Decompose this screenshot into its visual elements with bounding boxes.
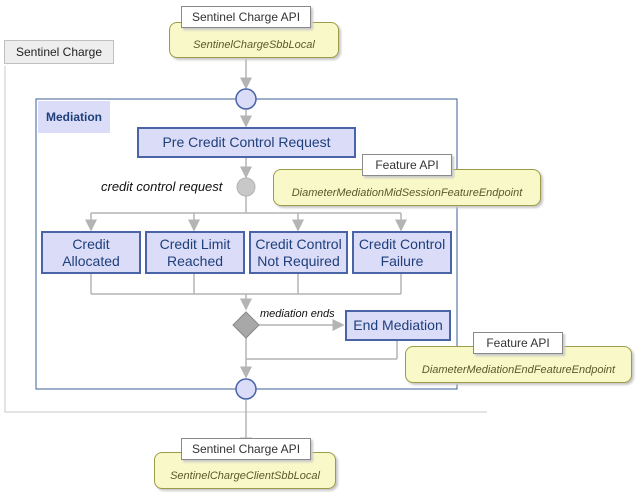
decision-label: credit control request [101,179,223,194]
credit-allocated-node[interactable]: Credit Allocated [41,231,141,274]
decision-node [236,177,256,197]
bottom-api-title-text: Sentinel Charge API [191,442,301,456]
merge-label: mediation ends [260,308,335,320]
pre-credit-control-request-node[interactable]: Pre Credit Control Request [137,127,356,158]
outcome-label-line2: Not Required [257,252,340,269]
feature-api-mid-title: Feature API [362,154,452,176]
outcome-label-line1: Credit Control [358,236,446,253]
merge-diamond [232,311,260,339]
top-api-card[interactable]: SentinelChargeSbbLocal [169,22,339,58]
credit-control-not-required-node[interactable]: Credit Control Not Required [249,231,348,274]
feature-api-end-title: Feature API [473,332,563,354]
credit-limit-reached-node[interactable]: Credit Limit Reached [145,231,245,274]
sentinel-charge-frame [4,66,487,413]
sentinel-charge-label-text: Sentinel Charge [15,45,103,59]
pre-credit-control-request-label: Pre Credit Control Request [162,134,331,151]
credit-control-failure-node[interactable]: Credit Control Failure [352,231,452,274]
top-api-title: Sentinel Charge API [181,6,311,28]
outcome-label-line1: Credit [72,236,110,253]
outcome-label-line1: Credit Control [255,236,342,253]
sentinel-charge-label: Sentinel Charge [4,40,114,64]
end-mediation-node[interactable]: End Mediation [345,310,451,341]
top-api-endpoint: SentinelChargeSbbLocal [193,39,315,51]
end-mediation-label: End Mediation [353,317,443,334]
outcome-label-line1: Credit Limit [159,236,231,253]
mediation-label: Mediation [38,101,110,133]
start-node [235,88,257,110]
end-node [235,378,257,400]
bottom-api-endpoint: SentinelChargeClientSbbLocal [170,470,320,482]
feature-api-mid-title-text: Feature API [375,158,439,172]
top-api-title-text: Sentinel Charge API [191,10,301,24]
outcome-label-line2: Allocated [62,252,120,269]
mediation-label-text: Mediation [46,110,102,124]
outcome-label-line2: Failure [380,252,424,269]
feature-api-end-title-text: Feature API [486,336,550,350]
bottom-api-title: Sentinel Charge API [181,438,311,460]
outcome-label-line2: Reached [166,252,224,269]
feature-api-end-endpoint: DiameterMediationEndFeatureEndpoint [421,364,616,376]
feature-api-mid-endpoint: DiameterMediationMidSessionFeatureEndpoi… [291,187,523,199]
